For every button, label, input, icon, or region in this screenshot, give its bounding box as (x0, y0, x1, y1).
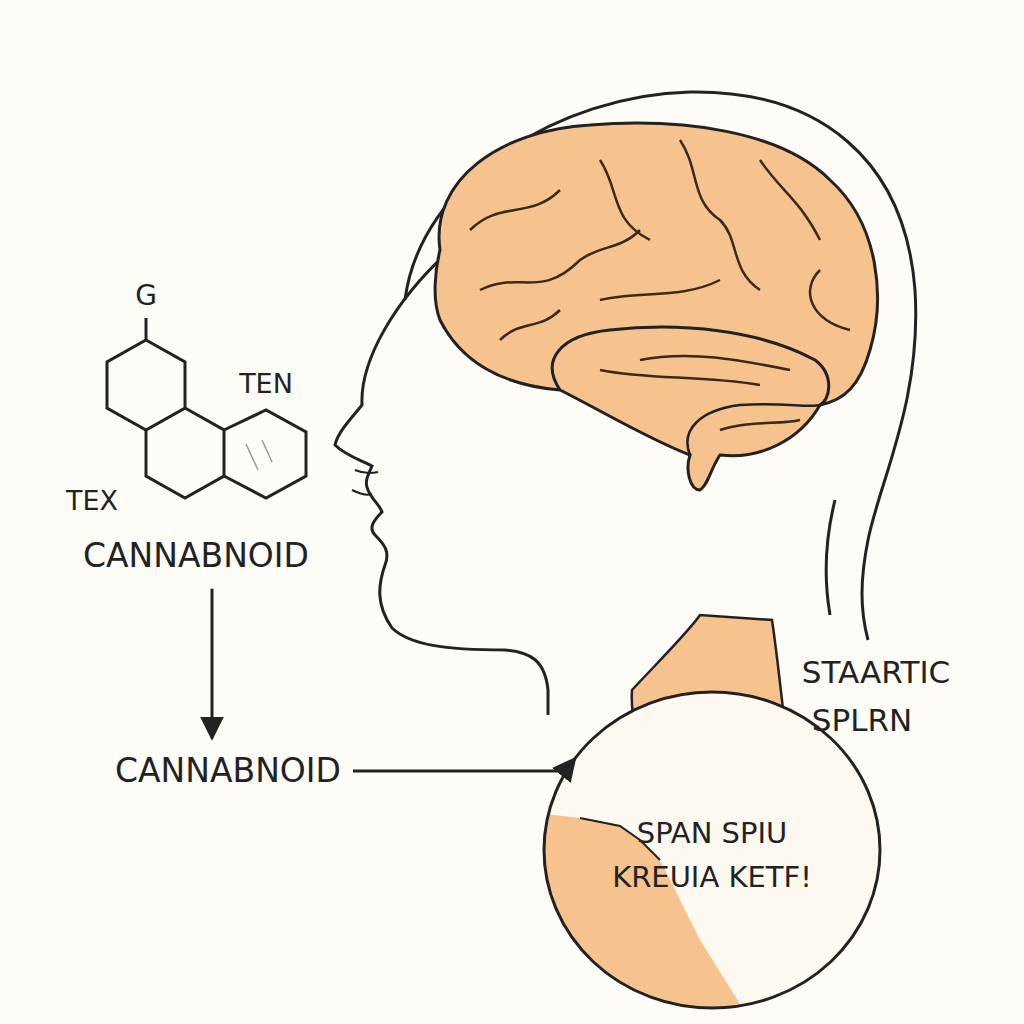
atom-label: G (135, 282, 157, 310)
node-text: CANNABNOID (115, 746, 341, 796)
arrow-connector (353, 759, 575, 771)
brain (435, 123, 877, 490)
organ-label: SPLRN (812, 705, 912, 736)
molecule-structure (107, 318, 306, 498)
compound-text-node: CANNABNOID (79, 529, 313, 583)
node-text: SPAN SPIU KREUIA KETF! (597, 812, 827, 899)
compound-text-node: CANNABNOID (111, 744, 345, 798)
neck-line (826, 500, 835, 615)
organ-circle-node: SPAN SPIU KREUIA KETF! (544, 692, 880, 1008)
organ-label: STAARTIC (802, 657, 951, 688)
arrow-connector (210, 589, 213, 739)
molecule-label: TEN (239, 370, 293, 397)
stomach-circle (520, 692, 880, 1020)
head-outline (405, 92, 916, 640)
node-text: CANNABNOID (83, 531, 309, 581)
molecule-label: TEX (66, 487, 118, 514)
